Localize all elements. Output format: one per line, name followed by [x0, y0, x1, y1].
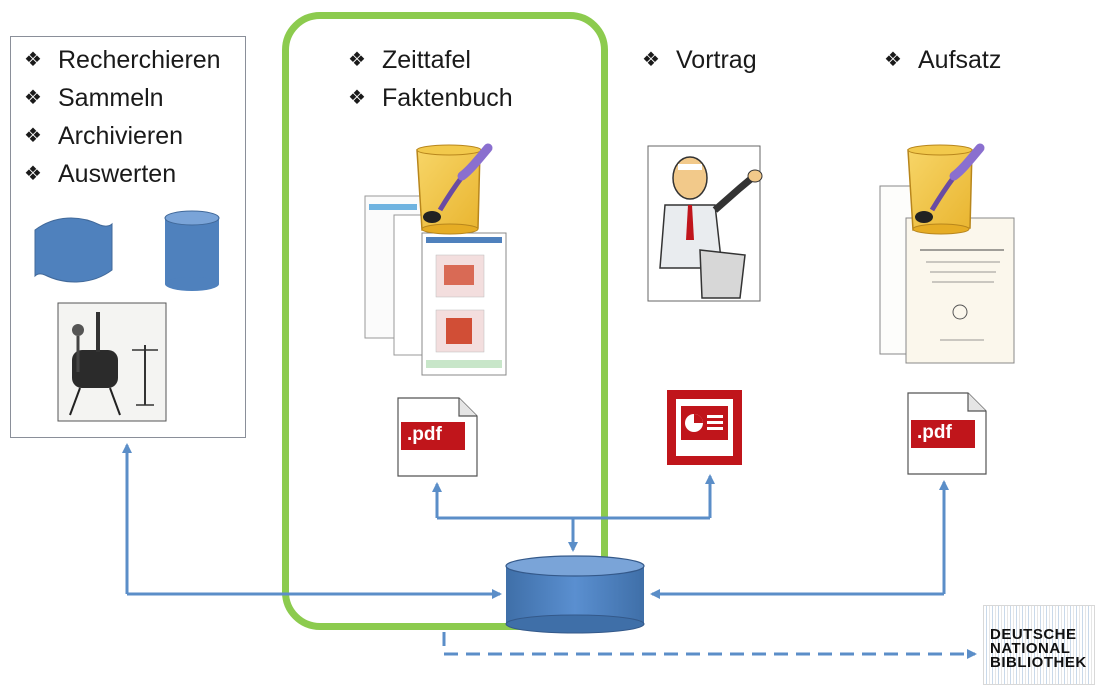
output-item: ❖Zeittafel	[348, 46, 471, 74]
task-item: ❖Auswerten	[24, 160, 177, 188]
task-item: ❖Sammeln	[24, 84, 164, 112]
presenter-image	[647, 145, 763, 302]
essay-column-list: ❖Aufsatz	[884, 42, 1001, 80]
arrow-to-national-library	[442, 632, 977, 659]
barcode-stripes	[984, 606, 1094, 684]
output-item: ❖Vortrag	[642, 46, 757, 74]
punched-tape-icon	[34, 217, 113, 283]
pdf-label: .pdf	[407, 424, 442, 445]
research-task-list: ❖Recherchieren ❖Sammeln ❖Archivieren ❖Au…	[24, 42, 221, 194]
green-column-list: ❖Zeittafel ❖Faktenbuch	[348, 42, 513, 118]
output-item: ❖Aufsatz	[884, 46, 1002, 74]
output-item: ❖Faktenbuch	[348, 84, 513, 112]
database-cylinder-icon	[164, 210, 220, 291]
national-library-logo: DEUTSCHE NATIONAL BIBLIOTHEK	[983, 605, 1095, 685]
task-item: ❖Recherchieren	[24, 46, 221, 74]
task-item: ❖Archivieren	[24, 122, 184, 150]
talk-column-list: ❖Vortrag	[642, 42, 757, 80]
central-storage-cylinder	[505, 555, 645, 634]
document-stack-image	[364, 195, 507, 376]
author-scroll-image	[907, 143, 985, 235]
pdf-file-icon	[397, 397, 478, 477]
pdf-file-icon	[907, 392, 987, 475]
author-scroll-image	[416, 143, 493, 235]
pdf-label: .pdf	[917, 422, 952, 443]
national-library-wordmark: DEUTSCHE NATIONAL BIBLIOTHEK	[990, 626, 1087, 671]
presentation-file-icon	[667, 390, 742, 465]
highlight-frame	[282, 12, 608, 630]
machine-engraving-image	[57, 302, 167, 422]
flow-arrows	[122, 443, 977, 659]
